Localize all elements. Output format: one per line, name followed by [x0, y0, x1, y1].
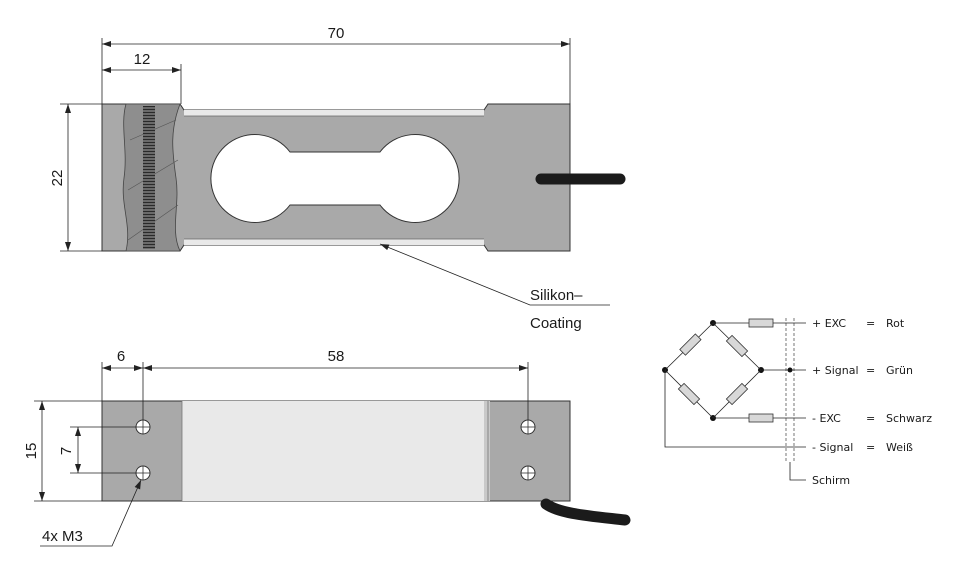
wire-eq-1: =	[866, 364, 875, 377]
wire-color-gruen: Grün	[886, 364, 913, 377]
compensation-resistor-bottom	[748, 413, 774, 423]
dim-edge-6: 6	[117, 348, 125, 365]
mounting-hole-left-top	[135, 419, 151, 435]
bridge-resistor-4	[725, 382, 749, 406]
dim-hole-spacing-58: 58	[328, 348, 345, 365]
cable-bottom	[540, 498, 631, 526]
wire-eq-0: =	[866, 317, 875, 330]
coating-label-line2: Coating	[530, 315, 582, 332]
dim-end-width-12: 12	[134, 51, 151, 68]
wire-eq-2: =	[866, 412, 875, 425]
mounting-hole-right-top	[520, 419, 536, 435]
mounting-hole-left-bottom	[135, 465, 151, 481]
bridge-resistor-2	[725, 334, 749, 358]
wire-label-exc-plus: + EXC	[812, 317, 846, 330]
dim-height-15: 15	[23, 443, 40, 460]
thread-label: 4x M3	[42, 528, 83, 545]
compensation-resistor-top	[748, 318, 774, 328]
coating-bottom	[182, 401, 488, 501]
wiring-diagram: + EXC = Rot + Signal = Grün - EXC = Schw…	[662, 317, 932, 487]
shield-label: Schirm	[812, 474, 850, 487]
wire-label-signal-minus: - Signal	[812, 441, 853, 454]
wire-eq-3: =	[866, 441, 875, 454]
dim-height-22: 22	[49, 170, 66, 187]
coating-strip-bottom	[184, 239, 484, 245]
binocular-hole	[210, 134, 460, 223]
dim-hole-pitch-7: 7	[58, 447, 75, 455]
bottom-view: 6 58 15 7 4x M3	[23, 348, 631, 547]
dim-length-70: 70	[328, 25, 345, 42]
coating-label-line1: Silikon–	[530, 287, 583, 304]
wire-color-weiss: Weiß	[886, 441, 913, 454]
coating-strip-top	[184, 110, 484, 116]
thread-bore	[143, 106, 155, 249]
wire-color-rot: Rot	[886, 317, 905, 330]
wire-label-exc-minus: - EXC	[812, 412, 841, 425]
mounting-hole-right-bottom	[520, 465, 536, 481]
top-view: 70 12 22 Silikon– Coating	[49, 25, 626, 332]
wire-label-signal-plus: + Signal	[812, 364, 859, 377]
bridge-resistor-1	[679, 333, 702, 356]
wire-color-schwarz: Schwarz	[886, 412, 932, 425]
bridge-resistor-3	[677, 382, 701, 406]
